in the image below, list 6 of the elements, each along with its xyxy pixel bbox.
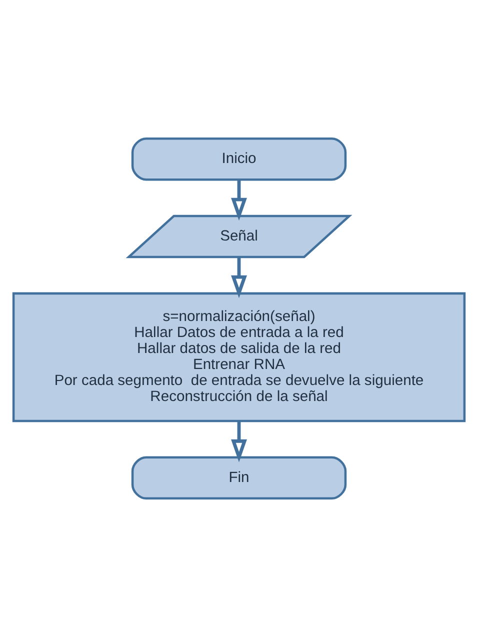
node-box: Inicio bbox=[130, 136, 346, 180]
node-box: Fin bbox=[130, 456, 346, 500]
arrow bbox=[230, 256, 246, 298]
node-box: s=normalización(señal) Hallar Datos de entrada a la red Hallar datos de salida de la red Entrenar RNA Por cada segmento de entrada se devuelve la siguiente Reconstrucción de la señal bbox=[12, 292, 466, 422]
arrow bbox=[230, 179, 246, 220]
arrow bbox=[230, 420, 246, 462]
